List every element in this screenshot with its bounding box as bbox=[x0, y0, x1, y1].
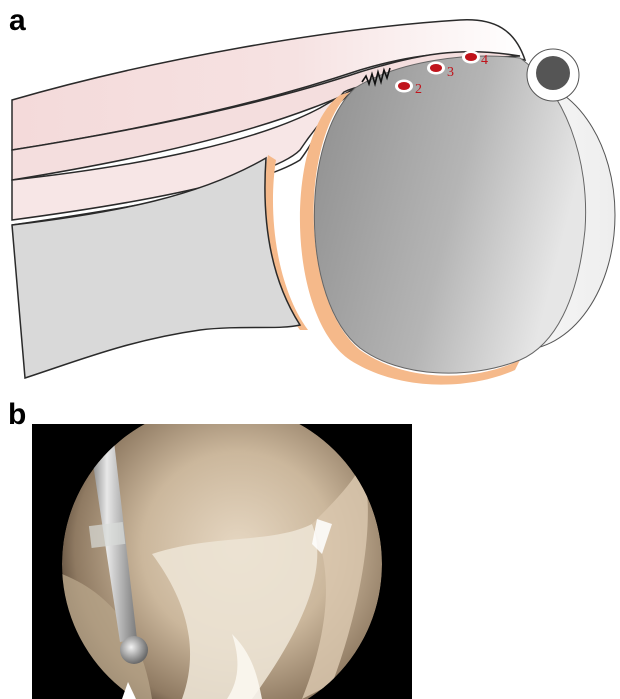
marker-label-4: 4 bbox=[481, 53, 488, 68]
humeral-head bbox=[314, 56, 585, 373]
panel-label-b: b bbox=[8, 400, 26, 430]
instrument-tip bbox=[120, 636, 148, 664]
marker-label-3: 3 bbox=[447, 65, 454, 80]
marker-label-2: 2 bbox=[415, 82, 422, 97]
arthroscopic-image bbox=[32, 424, 412, 699]
shoulder-schematic: 2 3 4 bbox=[0, 0, 620, 400]
